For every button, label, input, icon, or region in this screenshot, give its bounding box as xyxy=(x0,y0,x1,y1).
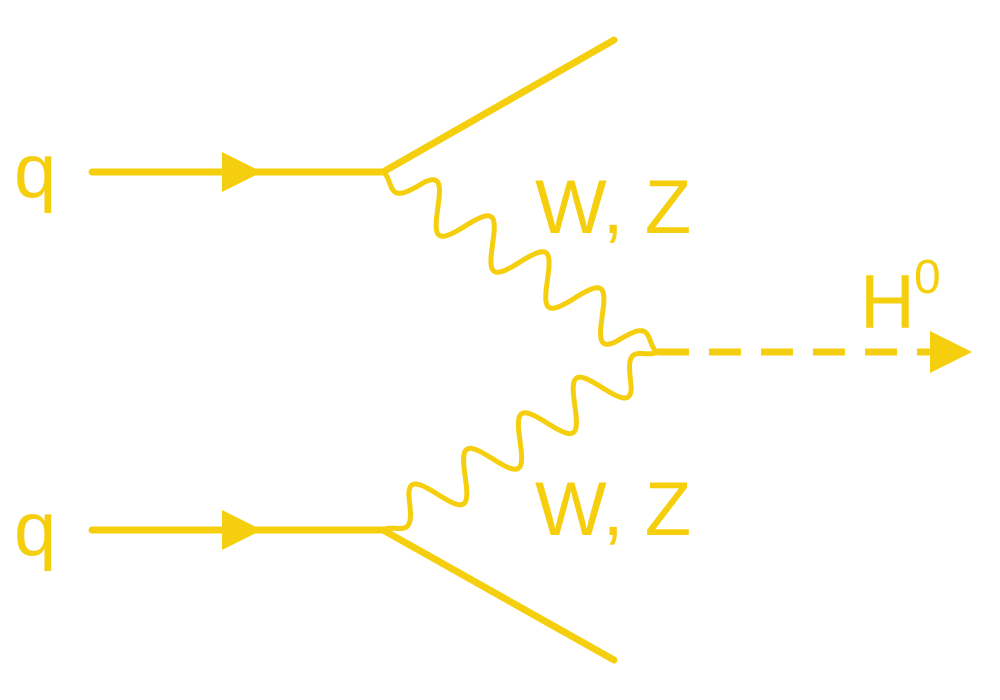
quark-arrow-bottom-icon xyxy=(222,510,262,550)
boson-label-bottom: W, Z xyxy=(535,467,691,552)
quark-arrow-top-icon xyxy=(222,152,262,192)
higgs-superscript: 0 xyxy=(914,251,941,304)
outgoing-quark-top xyxy=(379,36,618,176)
higgs-label: H xyxy=(860,260,915,345)
quark-label-bottom: q xyxy=(14,487,56,572)
boson-label-top: W, Z xyxy=(535,165,691,250)
quark-label-top: q xyxy=(14,129,56,214)
higgs-arrow-icon xyxy=(930,331,972,373)
outgoing-quark-bottom xyxy=(379,526,618,664)
boson-line-top xyxy=(380,169,660,355)
boson-line-bottom xyxy=(380,349,660,533)
